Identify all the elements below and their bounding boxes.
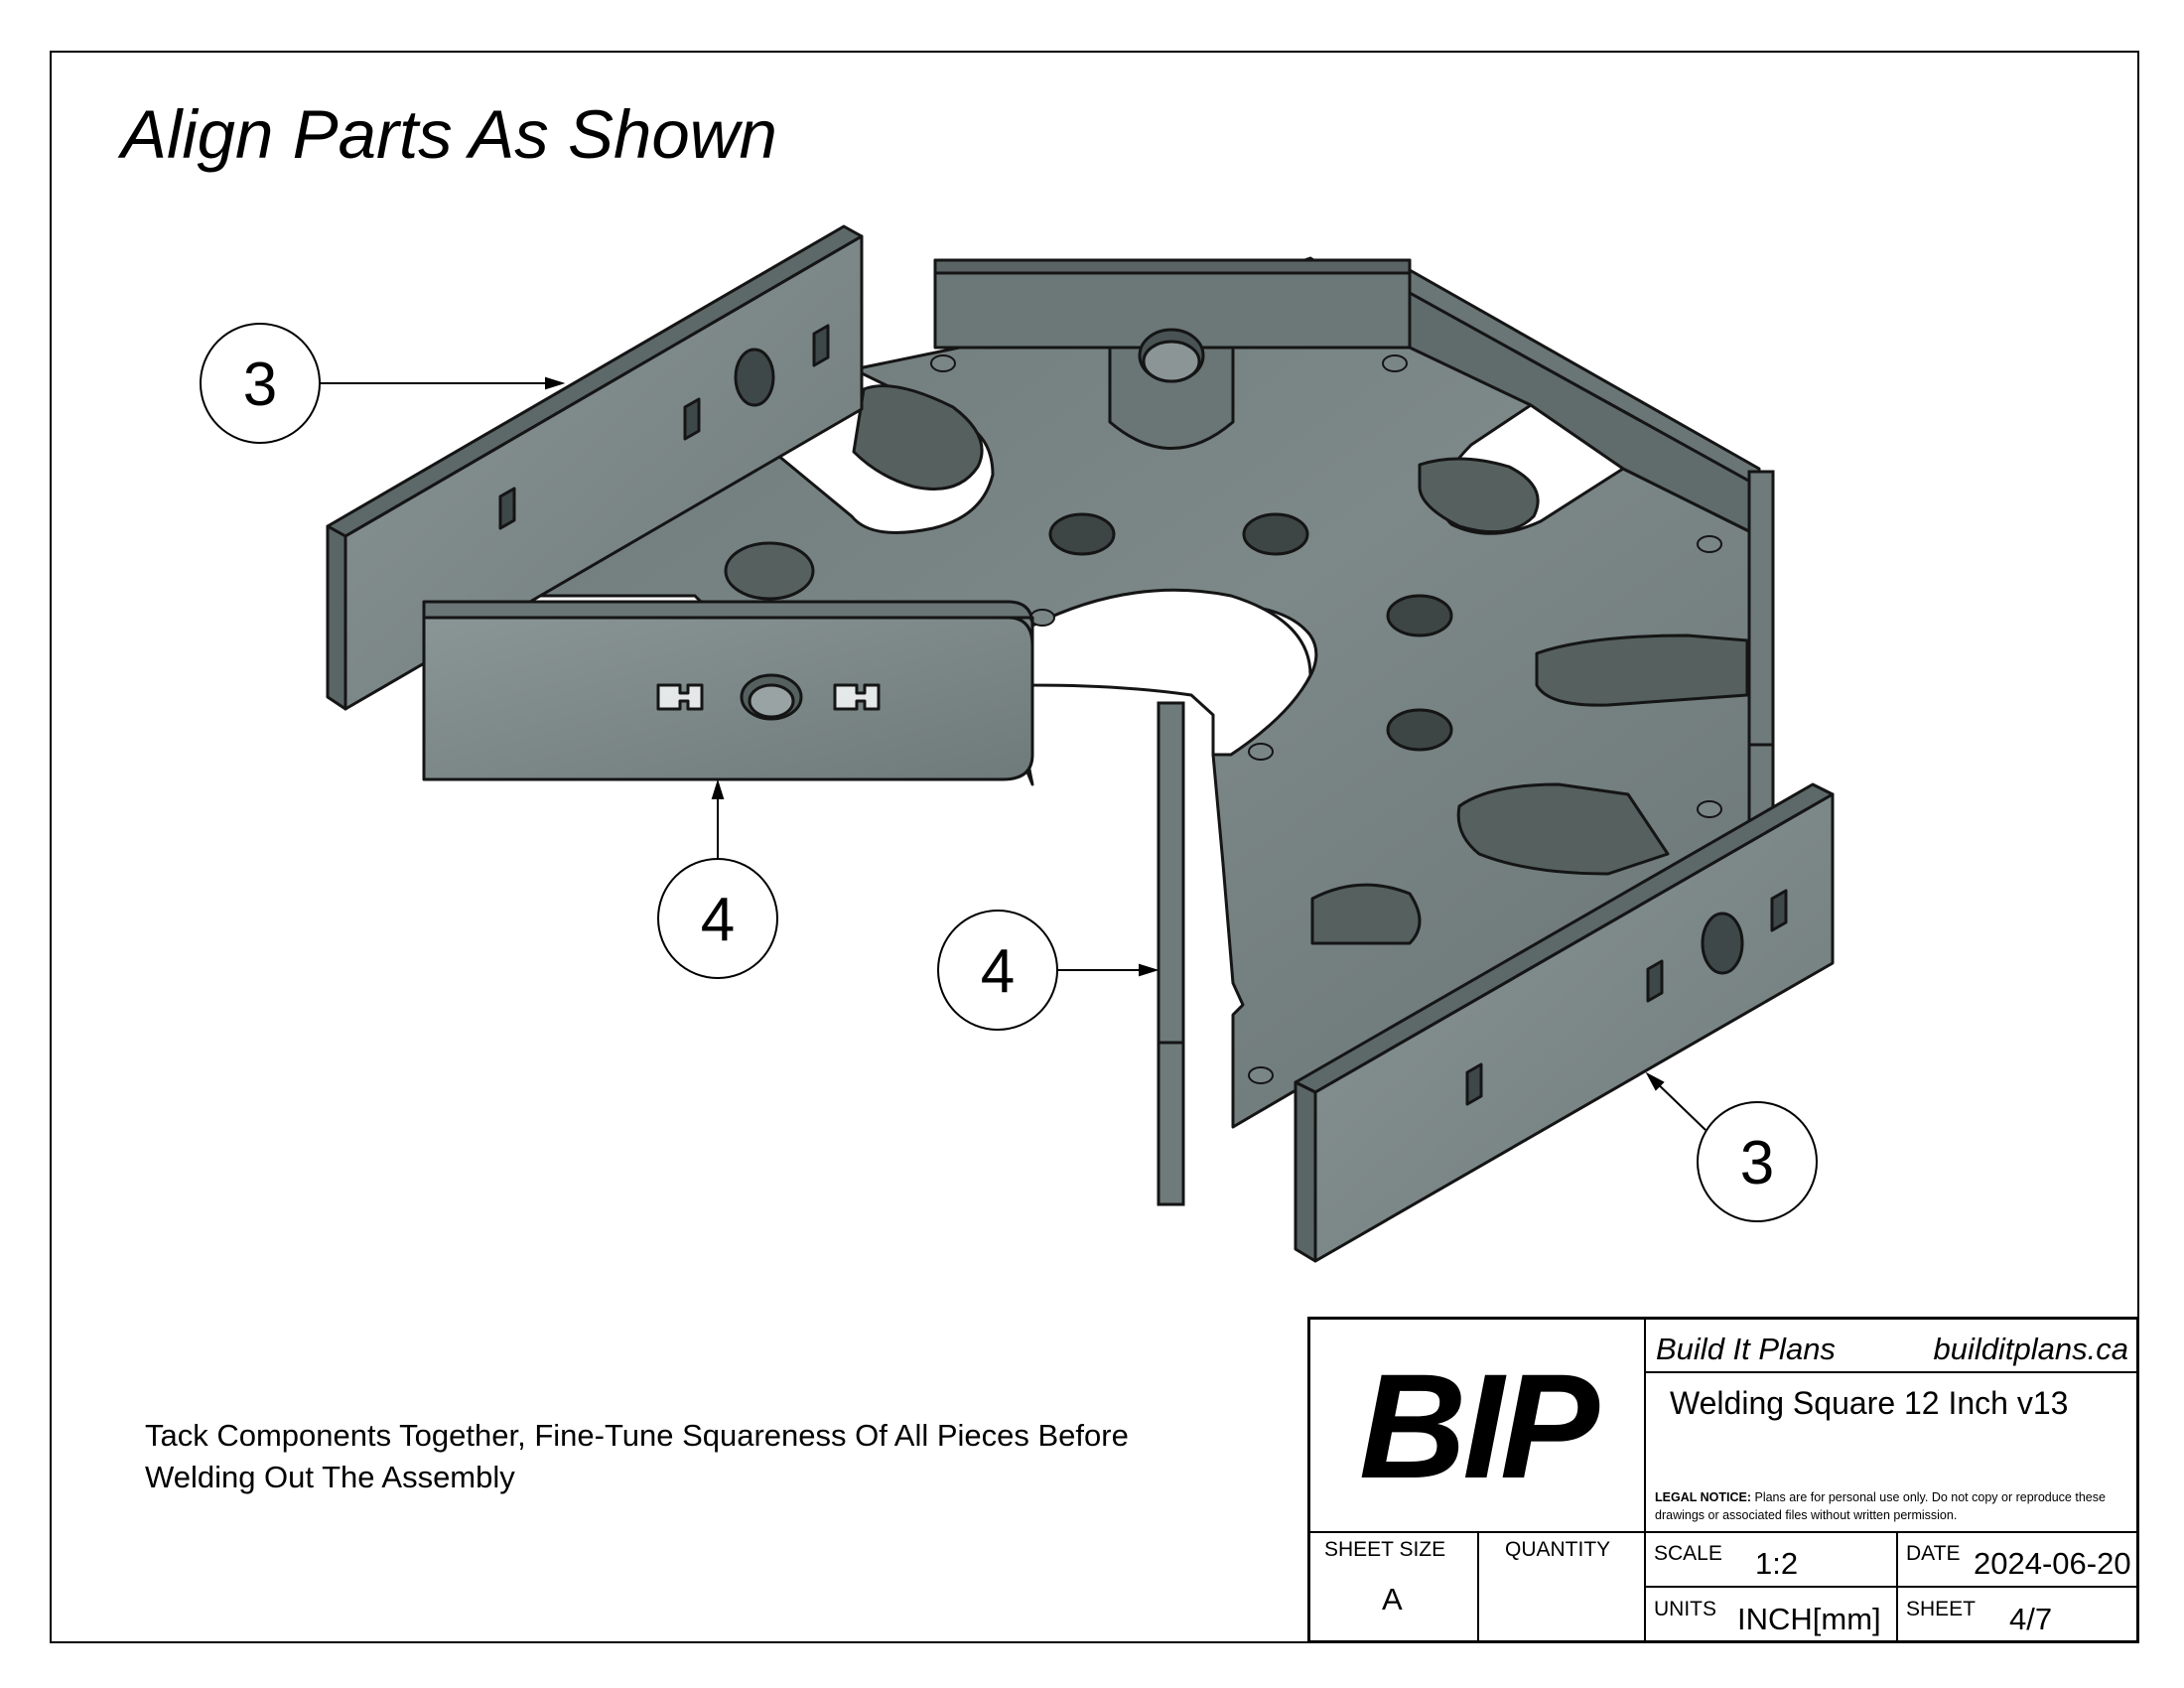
callout-3-right bbox=[1697, 1101, 1818, 1222]
tb-divider-scale-units bbox=[1644, 1586, 2136, 1588]
side-bar-3-left bbox=[326, 224, 864, 711]
tb-divider-logo bbox=[1644, 1320, 1646, 1640]
sheet-size-value: A bbox=[1382, 1582, 1403, 1617]
sheet-label: SHEET bbox=[1906, 1598, 1977, 1620]
date-label: DATE bbox=[1906, 1542, 1961, 1565]
company-website[interactable]: builditplans.ca bbox=[1933, 1332, 2128, 1366]
callout-3-left bbox=[200, 323, 321, 444]
sheet-value: 4/7 bbox=[2009, 1602, 2053, 1636]
instructions-line-1: Tack Components Together, Fine-Tune Squa… bbox=[145, 1418, 1129, 1453]
sheet-title: Align Parts As Shown bbox=[121, 96, 777, 173]
units-value: INCH[mm] bbox=[1737, 1602, 1881, 1636]
legal-notice-label: LEGAL NOTICE: bbox=[1655, 1490, 1751, 1504]
callout-4-left-label: 4 bbox=[701, 886, 735, 954]
callout-3-left-label: 3 bbox=[243, 351, 277, 419]
legal-notice: LEGAL NOTICE: Plans are for personal use… bbox=[1655, 1488, 2136, 1524]
project-name: Welding Square 12 Inch v13 bbox=[1670, 1385, 2069, 1421]
instructions-line-2: Welding Out The Assembly bbox=[145, 1460, 515, 1494]
tb-divider-company bbox=[1644, 1371, 2136, 1373]
side-bar-3-right bbox=[1294, 782, 1835, 1263]
assembly-instructions: Tack Components Together, Fine-Tune Squa… bbox=[145, 1415, 1287, 1498]
callout-4-middle-label: 4 bbox=[981, 937, 1015, 1006]
quantity-label: QUANTITY bbox=[1505, 1538, 1611, 1561]
leader-lines bbox=[320, 376, 1706, 1131]
callout-4-left bbox=[657, 858, 778, 979]
scale-value: 1:2 bbox=[1755, 1546, 1799, 1581]
callout-4-middle bbox=[937, 910, 1058, 1031]
legal-notice-text: Plans are for personal use only. Do not … bbox=[1655, 1490, 2106, 1522]
edge-bar-4-middle bbox=[1157, 701, 1185, 1206]
company-name: Build It Plans bbox=[1656, 1332, 1836, 1366]
end-plate-right bbox=[1747, 470, 1775, 861]
scale-label: SCALE bbox=[1654, 1542, 1722, 1565]
tb-divider-sheetsize bbox=[1477, 1531, 1479, 1640]
base-plate bbox=[494, 256, 1761, 1129]
bip-logo: BIP bbox=[1358, 1342, 1599, 1509]
units-label: UNITS bbox=[1654, 1598, 1716, 1620]
tb-divider-main bbox=[1310, 1531, 2136, 1533]
front-bar-4-left bbox=[422, 600, 1034, 781]
sheet-size-label: SHEET SIZE bbox=[1324, 1538, 1446, 1561]
title-block: BIP Build It Plans builditplans.ca Weldi… bbox=[1307, 1317, 2139, 1643]
callout-3-right-label: 3 bbox=[1740, 1129, 1774, 1197]
date-value: 2024-06-20 bbox=[1974, 1546, 2131, 1581]
drawing-border bbox=[50, 51, 2139, 1643]
